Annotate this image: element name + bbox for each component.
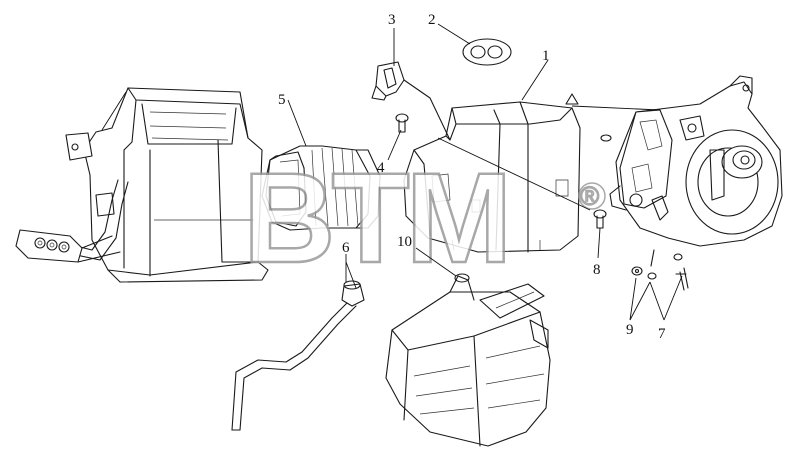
callout-3: 3 — [388, 12, 396, 28]
callout-10: 10 — [397, 234, 412, 250]
bracket-drawing — [371, 61, 451, 141]
callout-9: 9 — [626, 322, 634, 338]
callout-2: 2 — [428, 12, 436, 28]
bellows-duct-drawing — [261, 145, 381, 231]
blower-assembly-drawing — [609, 75, 783, 247]
callout-1: 1 — [542, 48, 550, 64]
callout-8: 8 — [593, 262, 601, 278]
lower-housing-drawing — [385, 273, 551, 447]
leader-lines — [101, 23, 683, 321]
screw-4-drawing — [395, 113, 409, 133]
evaporator-case-drawing — [403, 93, 581, 253]
hose-drawing — [231, 280, 365, 431]
callout-4: 4 — [377, 160, 385, 176]
fasteners-7-9-drawing — [631, 249, 689, 291]
callout-6: 6 — [342, 240, 350, 256]
btm-watermark: BTM ® — [242, 146, 606, 291]
grommet-drawing — [462, 38, 512, 66]
watermark-text: BTM — [243, 147, 508, 290]
watermark-registered-mark: ® — [580, 181, 599, 211]
callout-labels: 1 2 3 4 5 6 7 8 9 10 — [278, 12, 666, 342]
bolt-8-drawing — [593, 134, 612, 229]
heater-housing-drawing — [15, 87, 269, 283]
callout-7: 7 — [658, 326, 666, 342]
callout-5: 5 — [278, 92, 286, 108]
